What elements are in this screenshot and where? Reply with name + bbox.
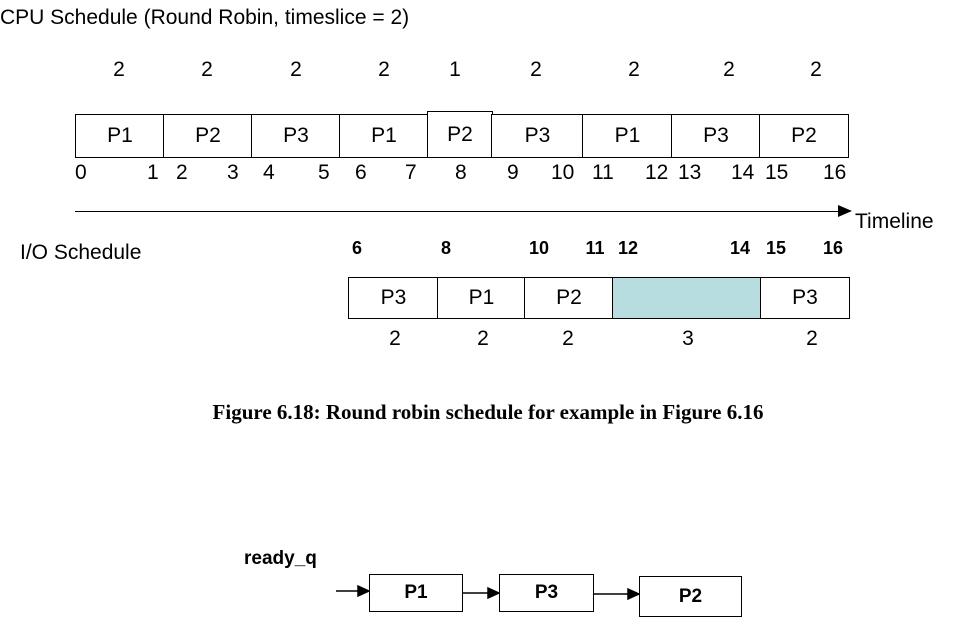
io-slot: P3 xyxy=(760,277,850,319)
cpu-duration-label: 1 xyxy=(449,58,461,81)
cpu-time-tick: 11 xyxy=(592,161,614,184)
timeline-label: Timeline xyxy=(855,210,934,233)
cpu-slot: P2 xyxy=(163,114,253,158)
io-slot: P1 xyxy=(437,277,526,319)
io-time-label: 10 xyxy=(528,238,550,258)
cpu-duration-label: 2 xyxy=(628,58,640,81)
io-time-label: 12 xyxy=(617,238,639,258)
ready-queue-node: P1 xyxy=(369,574,463,612)
cpu-time-tick: 12 xyxy=(645,161,669,184)
arrow-right-icon xyxy=(487,586,501,600)
timeline-arrow-line xyxy=(75,211,840,212)
io-time-label: 15 xyxy=(765,238,787,258)
io-time-label: 14 xyxy=(729,238,751,258)
io-time-label: 16 xyxy=(822,238,844,258)
cpu-slot: P1 xyxy=(582,114,673,158)
io-schedule-title: I/O Schedule xyxy=(20,241,142,264)
cpu-slot: P3 xyxy=(251,114,341,158)
cpu-schedule-title: CPU Schedule (Round Robin, timeslice = 2… xyxy=(0,6,410,29)
cpu-slot: P2 xyxy=(427,111,493,158)
cpu-duration-label: 2 xyxy=(723,58,735,81)
io-slot: P2 xyxy=(524,277,614,319)
io-schedule-bar: P3 P1 P2 P3 xyxy=(348,277,850,319)
cpu-slot: P3 xyxy=(491,114,584,158)
io-slot: P3 xyxy=(348,277,439,319)
io-duration-label: 2 xyxy=(806,327,818,350)
cpu-time-tick: 6 xyxy=(355,161,367,184)
cpu-time-tick: 1 xyxy=(147,161,159,184)
io-time-label: 11 xyxy=(585,238,605,258)
cpu-time-tick: 10 xyxy=(551,161,575,184)
cpu-time-tick: 13 xyxy=(678,161,702,184)
cpu-time-tick: 16 xyxy=(823,161,847,184)
cpu-time-tick: 3 xyxy=(227,161,239,184)
figure-caption: Figure 6.18: Round robin schedule for ex… xyxy=(212,400,764,424)
cpu-duration-label: 2 xyxy=(810,58,822,81)
arrow-right-icon xyxy=(357,584,371,598)
ready-queue-node: P3 xyxy=(499,574,594,612)
cpu-time-tick: 7 xyxy=(405,161,417,184)
cpu-time-tick: 9 xyxy=(507,161,519,184)
io-time-label: 6 xyxy=(351,238,363,258)
ready-queue-node: P2 xyxy=(639,576,742,617)
io-duration-label: 3 xyxy=(682,327,694,350)
timeline-arrowhead-icon xyxy=(838,205,852,217)
cpu-duration-label: 2 xyxy=(290,58,302,81)
cpu-duration-label: 2 xyxy=(201,58,213,81)
cpu-time-tick: 14 xyxy=(731,161,755,184)
io-duration-label: 2 xyxy=(389,327,401,350)
cpu-slot: P3 xyxy=(671,114,761,158)
ready-queue-label: ready_q xyxy=(244,548,317,569)
cpu-time-tick: 0 xyxy=(75,161,87,184)
cpu-time-tick: 4 xyxy=(263,161,275,184)
io-idle-slot xyxy=(612,277,762,319)
cpu-time-tick: 15 xyxy=(765,161,789,184)
io-duration-label: 2 xyxy=(477,327,489,350)
arrow-right-icon xyxy=(627,587,641,601)
cpu-duration-label: 2 xyxy=(530,58,542,81)
cpu-duration-label: 2 xyxy=(378,58,390,81)
cpu-duration-label: 2 xyxy=(113,58,125,81)
cpu-schedule-bar: P1 P2 P3 P1 P2 P3 P1 P3 P2 xyxy=(75,111,849,158)
cpu-slot: P1 xyxy=(339,114,429,158)
cpu-time-tick: 2 xyxy=(176,161,188,184)
cpu-time-tick: 5 xyxy=(318,161,330,184)
cpu-slot: P2 xyxy=(759,114,849,158)
io-time-label: 8 xyxy=(440,238,452,258)
cpu-time-tick: 8 xyxy=(455,161,467,184)
io-duration-label: 2 xyxy=(562,327,574,350)
cpu-slot: P1 xyxy=(75,114,165,158)
